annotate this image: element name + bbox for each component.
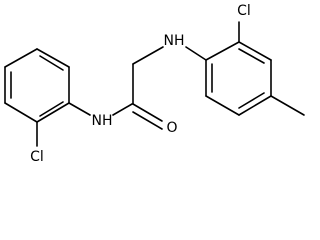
bond [238, 95, 272, 116]
bond [4, 48, 38, 68]
cl-left-label: Cl [30, 149, 44, 165]
bond-c-o-double-inner [132, 111, 163, 130]
bond-methyl [270, 95, 305, 116]
double-bond-inner [238, 92, 265, 109]
nh-amide-label: NH [92, 113, 113, 129]
bond [205, 41, 240, 61]
bond-ch2-nh [132, 46, 164, 65]
bond [4, 102, 38, 123]
bond [36, 48, 70, 68]
cl-right-label: Cl [237, 3, 251, 19]
chemical-structure-diagram: Cl NH O NH Cl [4, 3, 305, 165]
double-bond-inner [238, 48, 265, 64]
bond-c-o-double-outer [132, 103, 163, 122]
bond-nh-carbonyl [112, 103, 133, 116]
bond [36, 102, 70, 123]
bond-ring-nh [68, 102, 91, 116]
bond [205, 95, 240, 116]
right-benzene-ring [205, 41, 272, 116]
left-benzene-ring [4, 48, 70, 123]
double-bond-inner [39, 101, 64, 117]
o-carbonyl-label: O [166, 120, 177, 136]
bond [238, 41, 272, 61]
nh-amine-label: NH [164, 33, 185, 49]
bond-nh-ring [185, 46, 207, 61]
double-bond-inner [39, 55, 64, 71]
